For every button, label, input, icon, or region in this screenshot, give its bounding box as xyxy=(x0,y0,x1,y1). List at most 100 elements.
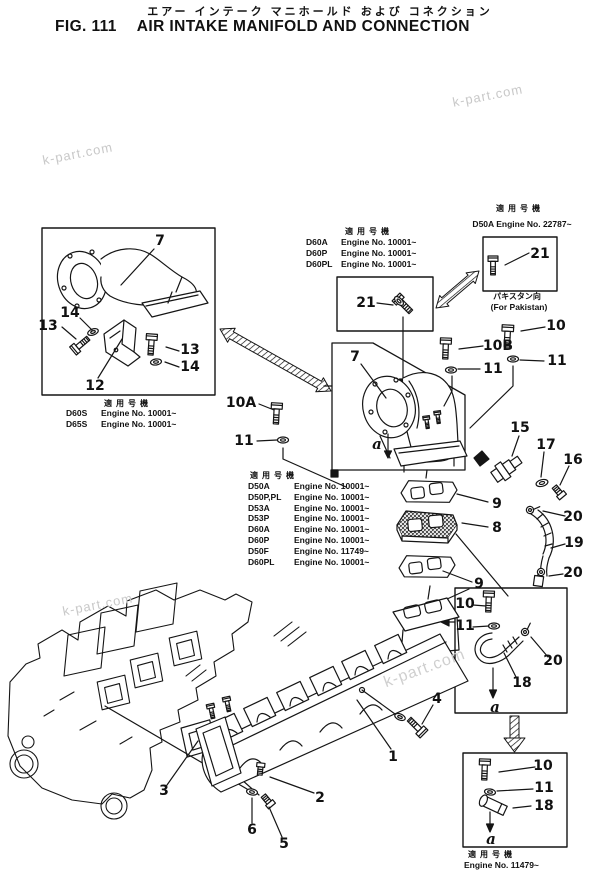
gasket-stack xyxy=(397,470,508,610)
callout-20: 20 xyxy=(563,565,583,581)
callout-a: a xyxy=(372,435,382,453)
direction-arrow-right xyxy=(436,271,479,308)
engine-serial: Engine No. 11749~ xyxy=(294,545,369,556)
callout-12: 12 xyxy=(85,378,105,394)
engine-row: D50F Engine No. 11749~ xyxy=(248,546,369,557)
callout-9: 9 xyxy=(492,496,502,512)
engine-serial: Engine No. 10001~ xyxy=(294,481,370,491)
engine-serial: Engine No. 10001~ xyxy=(294,534,370,545)
page-title: AIR INTAKE MANIFOLD AND CONNECTION xyxy=(136,18,470,35)
engine-row: D60A Engine No. 10001~ xyxy=(248,524,369,535)
engine-row: D60PL Engine No. 10001~ xyxy=(248,557,369,568)
valve-hose-assembly xyxy=(474,436,569,587)
callout-3: 3 xyxy=(159,783,169,799)
callout-14: 14 xyxy=(60,305,80,321)
callout-20: 20 xyxy=(563,509,583,525)
intake-manifold xyxy=(196,598,468,837)
page-title-row: FIG. 111 AIR INTAKE MANIFOLD AND CONNECT… xyxy=(0,18,600,36)
callout-13: 13 xyxy=(180,342,200,358)
callout-1: 1 xyxy=(388,749,398,765)
callout-21: 21 xyxy=(530,246,550,262)
engine-serial: Engine No. 10001~ xyxy=(294,491,370,502)
engine-row: D50A Engine No. 10001~ xyxy=(248,481,369,492)
callout-19: 19 xyxy=(564,535,584,551)
callout-6: 6 xyxy=(247,822,257,838)
callout-7: 7 xyxy=(350,349,360,365)
applicability-list-main: D50A Engine No. 10001~ D50P,PL Engine No. 1… xyxy=(248,481,369,567)
mounting-bolts xyxy=(257,324,545,487)
plate-8 xyxy=(397,511,457,543)
engine-serial: Engine No. 10001~ xyxy=(101,408,177,418)
callout-10: 10 xyxy=(455,596,475,612)
callout-11: 11 xyxy=(547,353,567,369)
engine-model: D60P xyxy=(248,534,270,545)
engine-row: D60PL Engine No. 10001~ xyxy=(306,259,416,270)
engine-model: D60PL xyxy=(306,258,333,269)
detail-box-2 xyxy=(463,753,567,847)
callout-18: 18 xyxy=(512,675,532,691)
applicability-top-right-line: D50A Engine No. 22787~ xyxy=(472,219,572,229)
engine-serial: Engine No. 10001~ xyxy=(341,247,417,258)
engine-model: D60PL xyxy=(248,556,275,567)
applicability-bottom-right-line: Engine No. 11479~ xyxy=(464,860,539,870)
engine-row: D60P Engine No. 10001~ xyxy=(248,535,369,546)
pakistan-label-en: (For Pakistan) xyxy=(490,302,548,312)
engine-model: D50F xyxy=(248,545,269,556)
callout-18: 18 xyxy=(534,798,554,814)
callout-5: 5 xyxy=(279,836,289,852)
callout-17: 17 xyxy=(536,437,556,453)
callout-21: 21 xyxy=(356,295,376,311)
callout-13: 13 xyxy=(38,318,58,334)
page-title-japanese: エアー インテーク マニホールド および コネクション xyxy=(147,6,493,18)
elbow-connection xyxy=(356,364,467,472)
callout-8: 8 xyxy=(492,520,502,536)
left-detail-box xyxy=(42,228,215,395)
engine-serial: Engine No. 10001~ xyxy=(294,556,370,567)
callout-10A: 10A xyxy=(225,395,257,411)
applicability-header-left-box: 適用号機 xyxy=(104,399,152,408)
engine-row: D53A Engine No. 10001~ xyxy=(248,503,369,514)
callout-10B: 10B xyxy=(482,338,514,354)
engine-model: D60S xyxy=(66,408,88,418)
callout-2: 2 xyxy=(315,790,325,806)
engine-serial: Engine No. 10001~ xyxy=(294,502,370,513)
applicability-list-left-box: D60S Engine No. 10001~ D65S Engine No. 1000… xyxy=(66,408,176,430)
applicability-header-bottom-right: 適用号機 xyxy=(468,850,516,859)
engine-model: D60A xyxy=(248,524,270,535)
figure-number: FIG. 111 xyxy=(55,18,117,35)
engine-model: D53P xyxy=(248,513,270,524)
engine-model: D50P,PL xyxy=(248,491,282,502)
callout-11: 11 xyxy=(455,618,475,634)
engine-block xyxy=(8,583,306,819)
engine-serial: Engine No. 10001~ xyxy=(101,418,177,429)
engine-serial: Engine No. 10001~ xyxy=(341,237,417,247)
callout-11: 11 xyxy=(534,780,554,796)
engine-model: D60P xyxy=(306,247,328,258)
callout-15: 15 xyxy=(510,420,530,436)
direction-arrow-down xyxy=(504,716,525,752)
engine-row: D60S Engine No. 10001~ xyxy=(66,408,176,419)
callout-a: a xyxy=(490,698,500,716)
direction-arrow-left xyxy=(220,328,331,392)
elbow-connection-box xyxy=(324,343,465,477)
callout-9: 9 xyxy=(474,576,484,592)
pakistan-box xyxy=(483,237,557,291)
engine-model: D53A xyxy=(248,502,270,513)
callout-16: 16 xyxy=(563,452,583,468)
engine-row: D50P,PL Engine No. 10001~ xyxy=(248,492,369,503)
callout-4: 4 xyxy=(432,691,442,707)
engine-model: D65S xyxy=(66,418,88,429)
engine-model: D50A xyxy=(248,481,270,491)
callout-a: a xyxy=(486,830,496,848)
engine-serial: Engine No. 10001~ xyxy=(341,258,417,269)
callout-11: 11 xyxy=(234,433,254,449)
applicability-header-top-mid: 適用号機 xyxy=(345,227,393,236)
engine-row: D60P Engine No. 10001~ xyxy=(306,248,416,259)
callout-10: 10 xyxy=(546,318,566,334)
engine-serial: Engine No. 10001~ xyxy=(294,524,370,535)
callout-10: 10 xyxy=(533,758,553,774)
applicability-header-top-right: 適用号機 xyxy=(496,204,544,213)
